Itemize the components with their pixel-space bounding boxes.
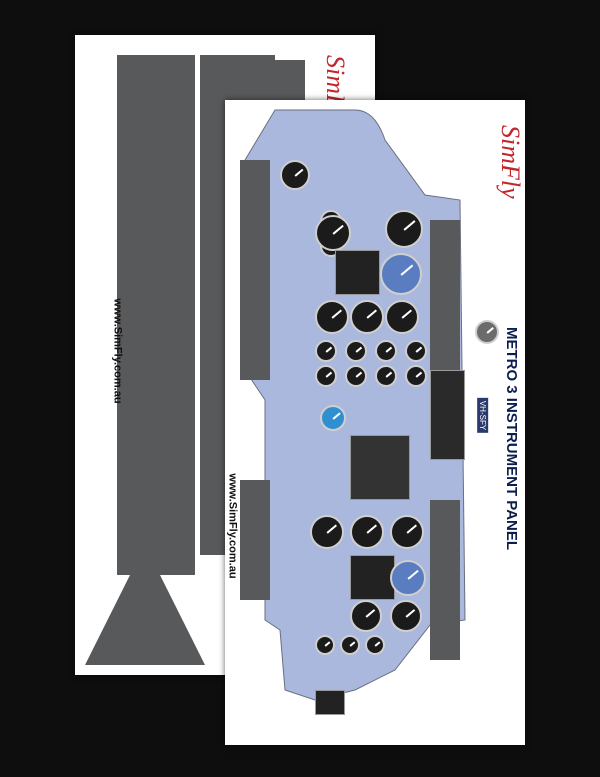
gauge-9 (315, 340, 337, 362)
gauge-4 (315, 215, 351, 251)
gauge-12 (405, 340, 427, 362)
gauge-16 (405, 365, 427, 387)
attitude-indicator-2 (390, 560, 426, 596)
gauge-15 (375, 365, 397, 387)
gauge-14 (345, 365, 367, 387)
gauge-23 (315, 635, 335, 655)
gauge-20 (390, 515, 424, 549)
gauge-22 (390, 600, 422, 632)
front-brand-logo: SimFly (496, 125, 525, 199)
gauge-3 (280, 160, 310, 190)
gauge-6 (315, 300, 349, 334)
back-url-text: www.SimFly.com.au (111, 298, 124, 404)
gauge-8 (385, 300, 419, 334)
gauge-17 (320, 405, 346, 431)
gauge-21 (350, 600, 382, 632)
front-url-text: www.SimFly.com.au (226, 473, 239, 579)
attitude-indicator (380, 253, 422, 295)
gauge-11 (375, 340, 397, 362)
gauge-10 (345, 340, 367, 362)
adi-display (335, 250, 380, 295)
gauge-18 (310, 515, 344, 549)
annunciator-panel (430, 370, 465, 460)
lower-display (315, 690, 345, 715)
hsi-display (350, 555, 395, 600)
registration-tag: VH-SFY (477, 397, 489, 434)
mfd-display (350, 435, 410, 500)
gauge-5 (385, 210, 423, 248)
gauge-7 (350, 300, 384, 334)
gauge-19 (350, 515, 384, 549)
gauge-24 (340, 635, 360, 655)
overhead-panel-left (117, 55, 195, 575)
gauge-25 (365, 635, 385, 655)
front-title: METRO 3 INSTRUMENT PANEL (503, 326, 521, 551)
overhead-panel-top (225, 60, 305, 100)
side-gauge (475, 320, 499, 344)
front-poster: SimFly METRO 3 INSTRUMENT PANEL www.SimF… (225, 100, 525, 745)
gauge-13 (315, 365, 337, 387)
